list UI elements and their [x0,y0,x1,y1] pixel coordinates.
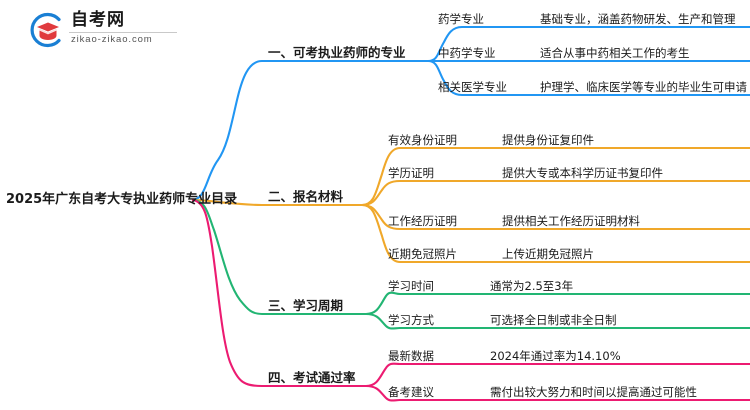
detail-2-3: 提供相关工作经历证明材料 [502,214,640,228]
topic-3-1[interactable]: 学习时间 [388,279,434,293]
detail-1-3: 护理学、临床医学等专业的毕业生可申请 [540,80,747,94]
detail-3-1: 通常为2.5至3年 [490,279,574,293]
branch-label-3[interactable]: 三、学习周期 [268,298,344,313]
topic-2-3[interactable]: 工作经历证明 [388,214,457,228]
topic-3-2[interactable]: 学习方式 [388,313,434,327]
branch-label-1[interactable]: 一、可考执业药师的专业 [268,45,406,60]
detail-4-2: 需付出较大努力和时间以提高通过可能性 [490,385,697,399]
branch-label-4[interactable]: 四、考试通过率 [268,370,356,385]
topic-1-3[interactable]: 相关医学专业 [438,80,507,94]
graduation-book-logo-icon [27,12,63,48]
detail-1-1: 基础专业，涵盖药物研发、生产和管理 [540,12,736,26]
detail-4-1: 2024年通过率为14.10% [490,349,621,363]
topic-2-2[interactable]: 学历证明 [388,166,434,180]
logo-divider [69,32,177,33]
topic-2-1[interactable]: 有效身份证明 [388,133,457,147]
detail-3-2: 可选择全日制或非全日制 [490,313,617,327]
site-logo: 自考网 zikao-zikao.com [27,10,177,50]
detail-1-2: 适合从事中药相关工作的考生 [540,46,690,60]
logo-brand-text: 自考网 [71,10,125,30]
branch-label-2[interactable]: 二、报名材料 [268,189,344,204]
detail-2-2: 提供大专或本科学历证书复印件 [502,166,663,180]
topic-1-2[interactable]: 中药学专业 [438,46,496,60]
topic-4-2[interactable]: 备考建议 [388,385,434,399]
detail-2-4: 上传近期免冠照片 [502,247,594,261]
topic-1-1[interactable]: 药学专业 [438,12,484,26]
detail-2-1: 提供身份证复印件 [502,133,594,147]
logo-url-text: zikao-zikao.com [71,34,153,45]
topic-2-4[interactable]: 近期免冠照片 [388,247,457,261]
topic-4-1[interactable]: 最新数据 [388,349,434,363]
mindmap-root-title: 2025年广东自考大专执业药师专业目录 [6,192,238,207]
